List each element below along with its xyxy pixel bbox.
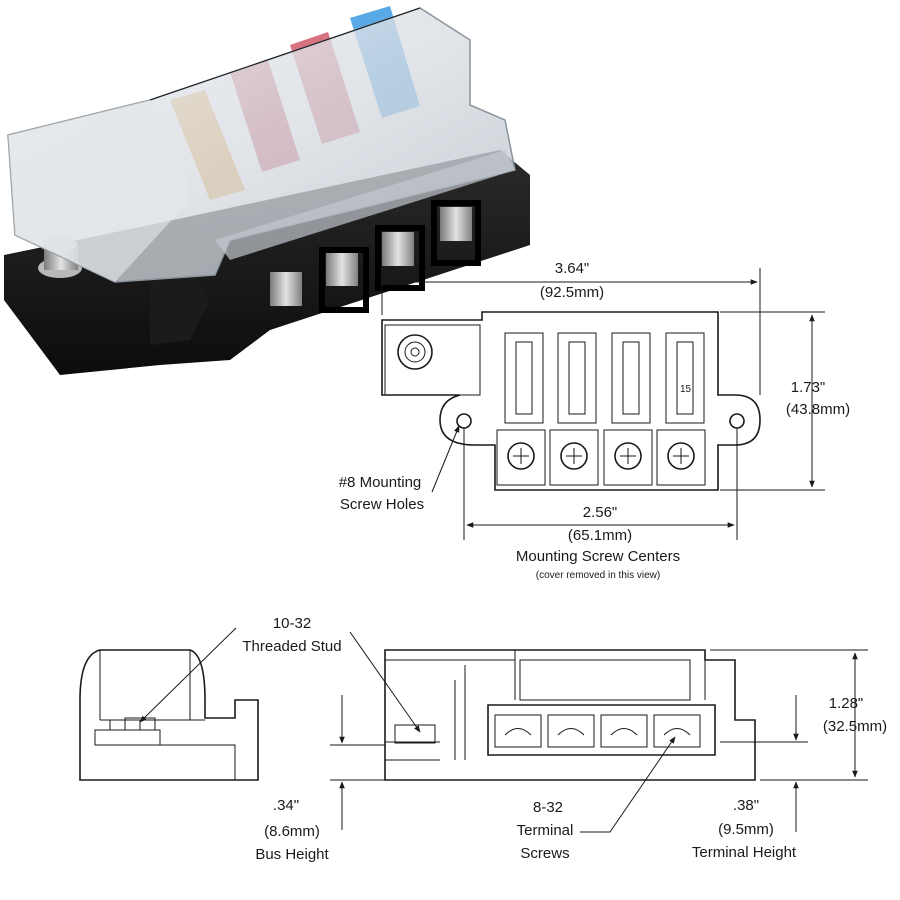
- stud-circle: [397, 334, 433, 370]
- width-in-label: 3.64": [555, 260, 590, 277]
- cover-note: (cover removed in this view): [536, 570, 660, 581]
- terminal-height-caption: Terminal Height: [692, 844, 797, 861]
- stud-label-2: Threaded Stud: [242, 638, 341, 655]
- terminal-height-in-label: .38": [733, 797, 759, 814]
- total-height-mm-label: (32.5mm): [823, 718, 887, 735]
- product-photo: [4, 6, 530, 375]
- mount-hole-right: [729, 413, 745, 429]
- screw-centers-mm-label: (65.1mm): [568, 527, 632, 544]
- bus-height-caption: Bus Height: [255, 846, 329, 863]
- clear-cover-photo: [7, 7, 516, 283]
- terminal-screws-side: [494, 714, 701, 748]
- mount-holes-label-1: #8 Mounting: [339, 474, 422, 491]
- bus-height-mm-label: (8.6mm): [264, 823, 320, 840]
- total-height-in-label: 1.28": [829, 695, 864, 712]
- mount-holes-label-2: Screw Holes: [340, 496, 424, 513]
- terminal-screws-photo: [270, 200, 481, 313]
- height-in-label: 1.73": [791, 379, 826, 396]
- top-view-drawing: 15 3.64" (92.5mm) 1.73" (43.8mm) 2.56": [339, 260, 850, 581]
- side-stud: [394, 724, 436, 744]
- screw-centers-in-label: 2.56": [583, 504, 618, 521]
- terminal-screws-label-2: Terminal: [517, 822, 574, 839]
- terminal-height-mm-label: (9.5mm): [718, 821, 774, 838]
- terminal-screws-label-3: Screws: [520, 845, 569, 862]
- stud-label-1: 10-32: [273, 615, 311, 632]
- width-mm-label: (92.5mm): [540, 284, 604, 301]
- end-view-drawing: [79, 649, 259, 781]
- mount-hole-left: [456, 413, 472, 429]
- screw-centers-caption: Mounting Screw Centers: [516, 548, 680, 565]
- height-mm-label: (43.8mm): [786, 401, 850, 418]
- fuse-rating-label: 15: [680, 384, 692, 395]
- terminal-screws-top: [496, 429, 706, 486]
- side-view-drawing: 1.28" (32.5mm) .34" (8.6mm) Bus Height .…: [139, 615, 887, 863]
- terminal-screws-label-1: 8-32: [533, 799, 563, 816]
- bus-height-in-label: .34": [273, 797, 299, 814]
- fuse-slots: 15: [504, 332, 705, 424]
